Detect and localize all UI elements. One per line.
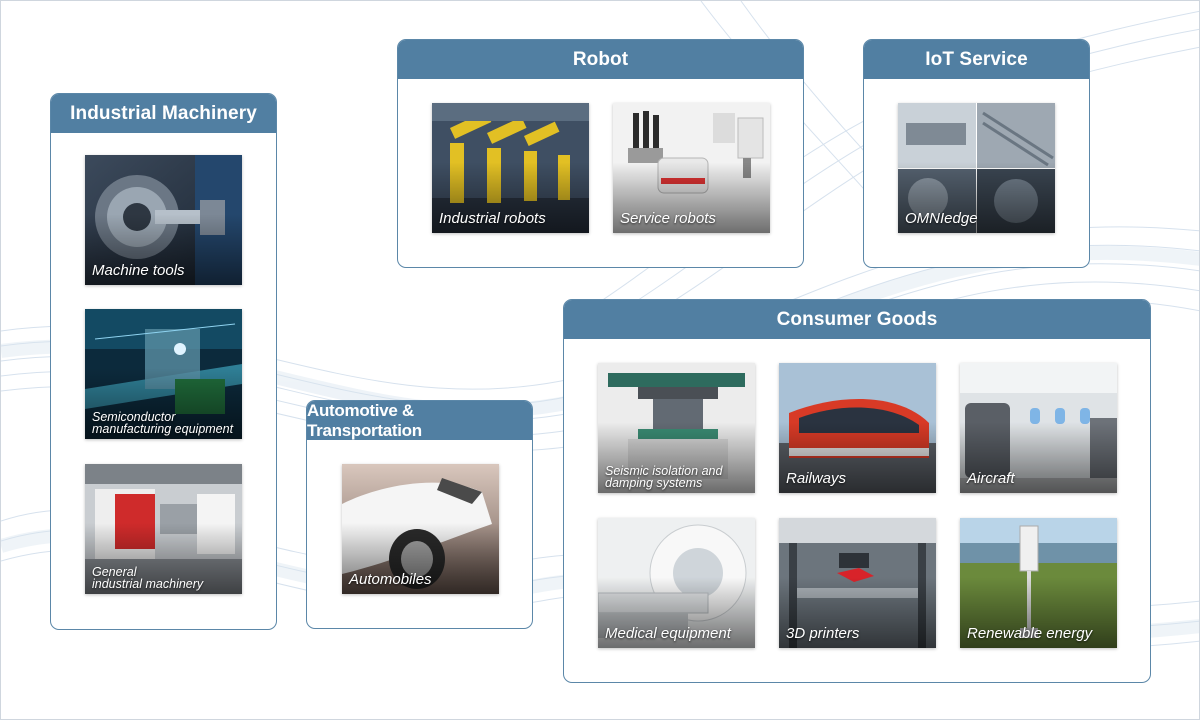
automotive-card: Automotive & Transportation Automobiles <box>306 400 533 629</box>
omniedge-label: OMNIedge <box>905 210 978 227</box>
automotive-title: Automotive & Transportation <box>307 401 532 440</box>
medical-equipment-label: Medical equipment <box>605 625 731 642</box>
general-industrial-machinery-label: General industrial machinery <box>92 565 204 591</box>
general-industrial-machinery-tile[interactable]: General industrial machinery <box>85 464 242 594</box>
aircraft-label: Aircraft <box>967 470 1015 487</box>
automobiles-tile[interactable]: Automobiles <box>342 464 499 594</box>
medical-equipment-tile[interactable]: Medical equipment <box>598 518 755 648</box>
industrial-robots-tile[interactable]: Industrial robots <box>432 103 589 233</box>
3d-printers-tile[interactable]: 3D printers <box>779 518 936 648</box>
industrial-robots-label: Industrial robots <box>439 210 546 227</box>
industrial-machinery-title: Industrial Machinery <box>51 94 276 133</box>
seismic-isolation-tile[interactable]: Seismic isolation and damping systems <box>598 363 755 493</box>
railways-tile[interactable]: Railways <box>779 363 936 493</box>
robot-title: Robot <box>398 40 803 79</box>
semiconductor-equipment-label: Semiconductor manufacturing equipment <box>92 410 234 436</box>
consumer-goods-title: Consumer Goods <box>564 300 1150 339</box>
industrial-machinery-card: Industrial Machinery Machine tools <box>50 93 277 630</box>
aircraft-tile[interactable]: Aircraft <box>960 363 1117 493</box>
3d-printers-label: 3D printers <box>786 625 860 642</box>
seismic-isolation-label: Seismic isolation and damping systems <box>605 464 723 490</box>
iot-service-card: IoT Service OMNIedge <box>863 39 1090 268</box>
automobiles-label: Automobiles <box>349 571 432 588</box>
consumer-goods-card: Consumer Goods Seismic isolation and dam… <box>563 299 1151 683</box>
service-robots-tile[interactable]: Service robots <box>613 103 770 233</box>
iot-service-title: IoT Service <box>864 40 1089 79</box>
machine-tools-tile[interactable]: Machine tools <box>85 155 242 285</box>
renewable-energy-label: Renewable energy <box>967 625 1093 642</box>
railways-label: Railways <box>786 470 847 487</box>
renewable-energy-tile[interactable]: Renewable energy <box>960 518 1117 648</box>
semiconductor-equipment-tile[interactable]: Semiconductor manufacturing equipment <box>85 309 242 439</box>
omniedge-tile[interactable]: OMNIedge <box>898 103 1055 233</box>
robot-card: Robot Industrial robots <box>397 39 804 268</box>
machine-tools-label: Machine tools <box>92 262 185 279</box>
service-robots-label: Service robots <box>620 210 716 227</box>
